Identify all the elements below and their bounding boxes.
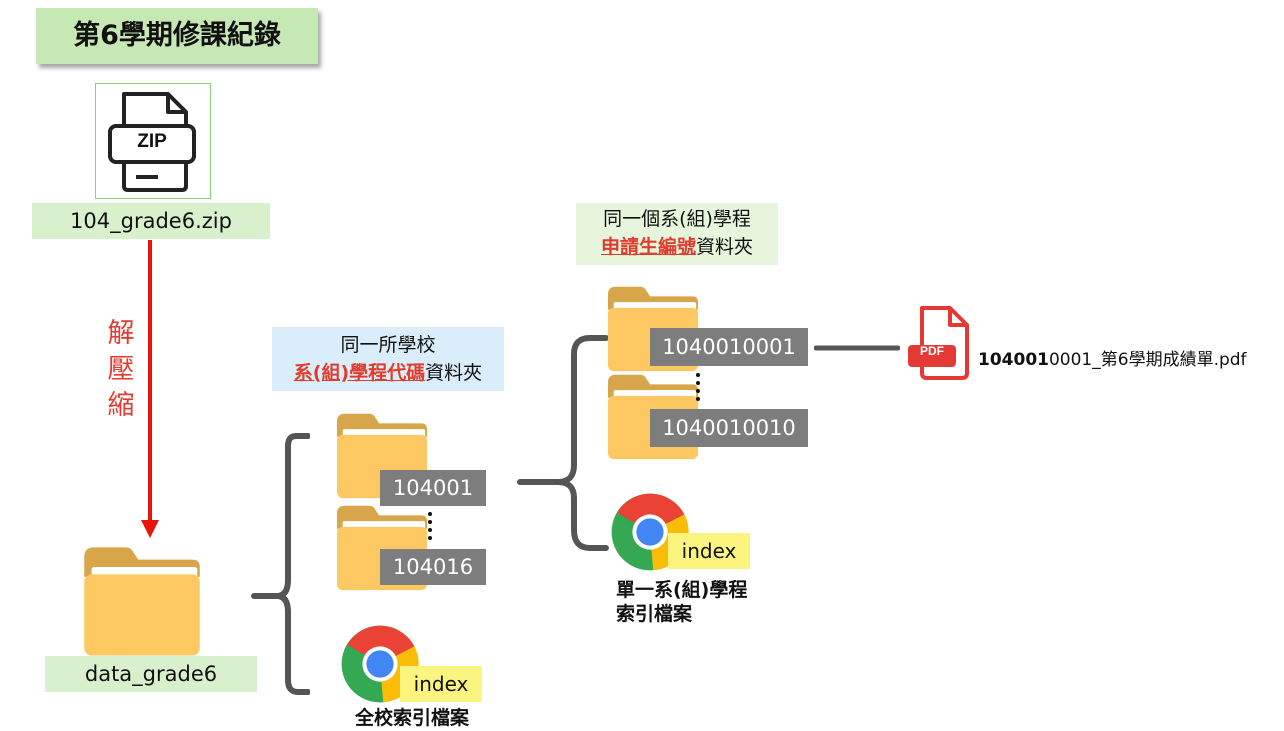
school-heading-red: 系(組)學程代碼 (293, 362, 426, 384)
school-heading-suffix: 資料夾 (425, 362, 483, 384)
zip-icon-text: ZIP (137, 131, 167, 152)
ellipsis-dots (695, 373, 701, 405)
school-level-heading: 同一所學校 系(組)學程代碼資料夾 (272, 327, 504, 391)
folder-label-1040010010: 1040010010 (650, 409, 808, 447)
zip-file-icon (95, 83, 211, 199)
school-index-label: index (400, 666, 482, 702)
dept-index-caption-line2: 索引檔案 (616, 603, 693, 625)
folder-label-1040010001: 1040010001 (650, 328, 808, 366)
zip-filename: 104_grade6.zip (32, 203, 270, 239)
pdf-icon-text: PDF (920, 344, 944, 358)
extract-char-1: 解 (107, 318, 135, 349)
extract-arrow (141, 240, 159, 538)
root-folder-icon (84, 547, 200, 656)
dept-level-heading: 同一個系(組)學程 申請生編號資料夾 (576, 203, 778, 265)
brace-root (251, 433, 310, 695)
pdf-filename: 1040010001_第6學期成績單.pdf (978, 345, 1247, 370)
dept-heading-red: 申請生編號 (600, 236, 696, 258)
connector-line (814, 345, 900, 351)
school-index-caption: 全校索引檔案 (354, 707, 469, 729)
pdf-filename-bold: 104001 (978, 350, 1049, 370)
ellipsis-dots (427, 512, 433, 544)
dept-heading-suffix: 資料夾 (696, 236, 754, 258)
pdf-file-icon (908, 306, 969, 380)
dept-index-caption: 單一系(組)學程 索引檔案 (616, 578, 796, 626)
folder-label-104001: 104001 (380, 470, 486, 506)
extract-label: 解 壓 縮 (98, 316, 144, 424)
brace-school (517, 335, 609, 551)
dept-heading-line1: 同一個系(組)學程 (603, 208, 751, 230)
dept-index-caption-line1: 單一系(組)學程 (616, 579, 748, 601)
pdf-filename-rest: 0001_第6學期成績單.pdf (1048, 350, 1247, 370)
dept-index-label: index (668, 533, 750, 569)
page-title: 第6學期修課紀錄 (36, 8, 318, 64)
extract-char-3: 縮 (107, 390, 135, 421)
folder-label-104016: 104016 (380, 549, 486, 585)
school-heading-line1: 同一所學校 (340, 334, 436, 356)
root-folder-label: data_grade6 (45, 656, 257, 692)
extract-char-2: 壓 (107, 354, 135, 385)
